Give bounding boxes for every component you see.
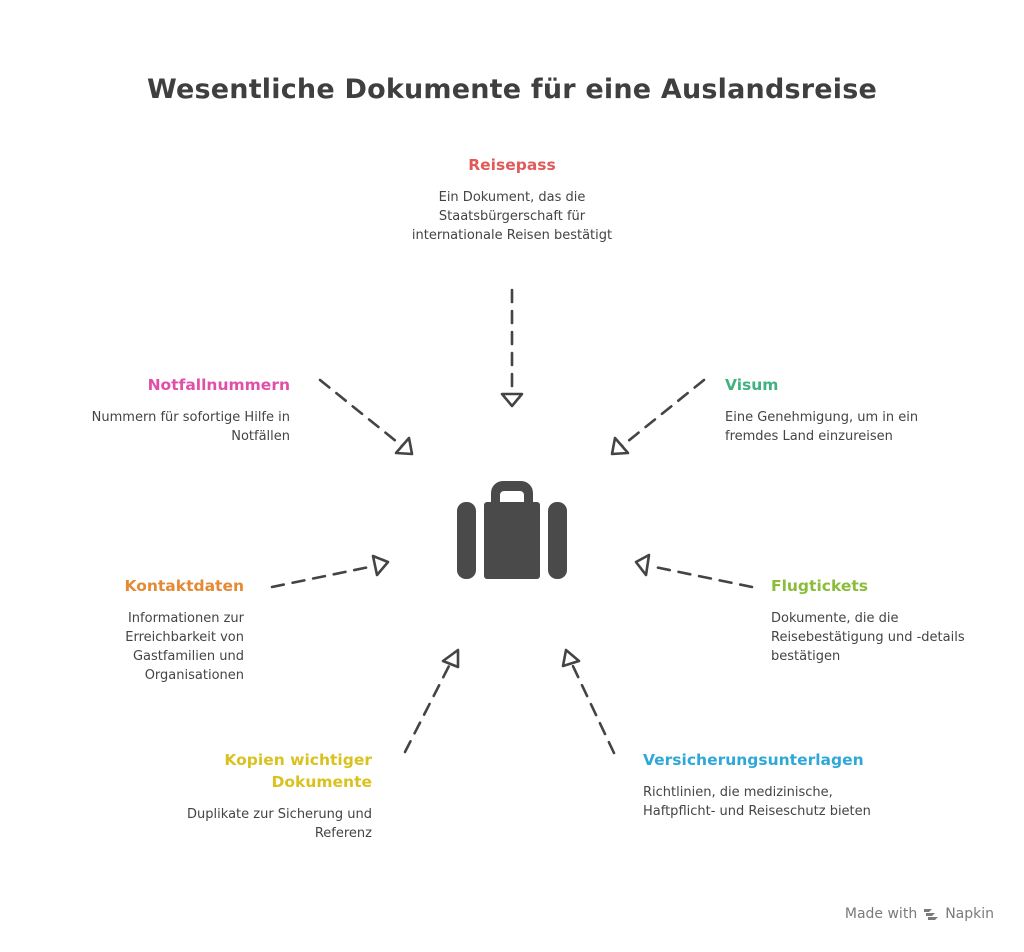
node-flugtickets: Flugtickets Dokumente, die die Reisebest… — [771, 575, 971, 666]
node-description: Nummern für sofortige Hilfe in Notfällen — [91, 410, 290, 444]
napkin-logo-icon — [924, 909, 939, 920]
node-reisepass: Reisepass Ein Dokument, das die Staatsbü… — [402, 154, 622, 245]
arrow-reisepass — [500, 288, 524, 408]
node-notfall: Notfallnummern Nummern für sofortige Hil… — [60, 374, 290, 446]
node-label: Kopien wichtiger Dokumente — [224, 751, 372, 791]
suitcase-icon — [457, 481, 567, 579]
arrow-visum — [610, 378, 706, 456]
arrow-kopien — [403, 648, 460, 754]
node-description: Duplikate zur Sicherung und Referenz — [187, 807, 372, 841]
watermark-brand: Napkin — [945, 906, 994, 922]
node-description: Eine Genehmigung, um in ein fremdes Land… — [725, 410, 919, 444]
arrow-notfall — [318, 378, 414, 456]
node-label: Kontaktdaten — [124, 577, 244, 595]
arrow-kontaktdaten — [270, 554, 390, 589]
node-versicherung: Versicherungsunterlagen Richtlinien, die… — [643, 749, 883, 821]
node-label: Flugtickets — [771, 577, 868, 595]
node-label: Reisepass — [468, 156, 556, 174]
node-label: Visum — [725, 376, 779, 394]
node-kontaktdaten: Kontaktdaten Informationen zur Erreichba… — [74, 575, 244, 685]
arrow-flugtickets — [634, 553, 754, 589]
node-label: Versicherungsunterlagen — [643, 751, 864, 769]
node-description: Dokumente, die die Reisebestätigung und … — [771, 611, 965, 664]
node-label: Notfallnummern — [147, 376, 290, 394]
watermark: Made with Napkin — [845, 906, 994, 922]
watermark-text: Made with — [844, 906, 918, 922]
diagram-title: Wesentliche Dokumente für eine Auslandsr… — [146, 74, 878, 105]
node-visum: Visum Eine Genehmigung, um in ein fremde… — [725, 374, 935, 446]
arrow-versicherung — [561, 648, 616, 755]
node-description: Richtlinien, die medizinische, Haftpflic… — [643, 785, 871, 819]
node-description: Ein Dokument, das die Staatsbürgerschaft… — [411, 190, 613, 243]
node-kopien: Kopien wichtiger Dokumente Duplikate zur… — [152, 749, 372, 843]
node-description: Informationen zur Erreichbarkeit von Gas… — [125, 611, 244, 683]
